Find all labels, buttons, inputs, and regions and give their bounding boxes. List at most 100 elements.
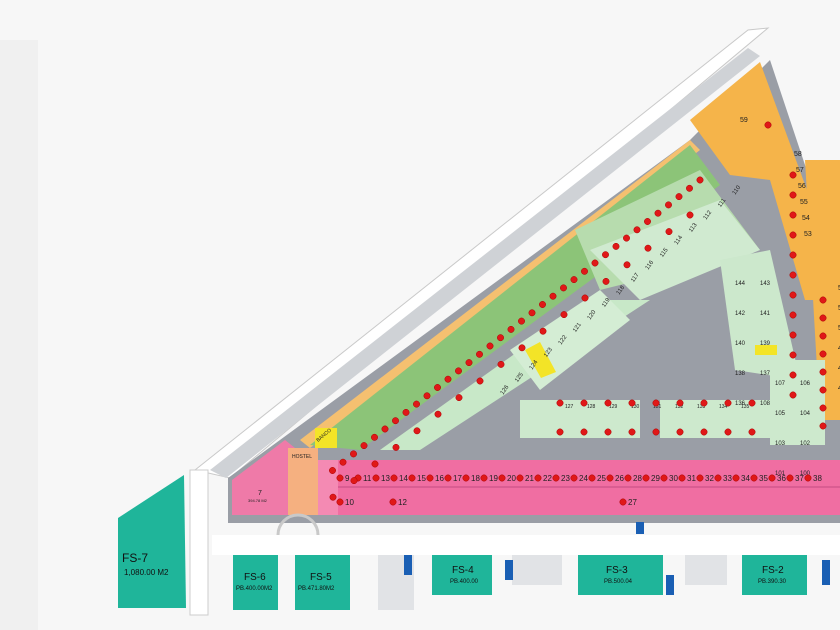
- lot-marker[interactable]: [789, 331, 797, 339]
- lot-marker[interactable]: [507, 325, 515, 333]
- lot-marker[interactable]: [371, 433, 378, 441]
- lot-marker[interactable]: [434, 384, 441, 391]
- lot-marker[interactable]: [434, 410, 442, 418]
- lot-marker[interactable]: [819, 314, 827, 322]
- lot-marker[interactable]: [786, 474, 794, 482]
- lot-marker[interactable]: [372, 474, 380, 482]
- lot-marker[interactable]: [392, 443, 400, 451]
- lot-marker[interactable]: [642, 474, 650, 482]
- lot-marker[interactable]: [764, 121, 772, 129]
- lot-marker[interactable]: [392, 417, 399, 425]
- lot-marker[interactable]: [588, 474, 596, 482]
- lot-marker[interactable]: [654, 209, 662, 217]
- lot-marker[interactable]: [402, 408, 410, 416]
- lot-marker[interactable]: [518, 317, 525, 325]
- lot-marker[interactable]: [819, 368, 827, 376]
- lot-marker[interactable]: [580, 399, 588, 407]
- lot-marker[interactable]: [686, 211, 694, 219]
- lot-marker[interactable]: [560, 311, 568, 319]
- lot-marker[interactable]: [623, 261, 631, 269]
- lot-marker[interactable]: [539, 327, 547, 335]
- lot-marker[interactable]: [676, 428, 684, 436]
- lot-marker[interactable]: [465, 359, 473, 367]
- lot-marker[interactable]: [789, 351, 797, 359]
- lot-marker[interactable]: [789, 271, 797, 279]
- lot-marker[interactable]: [612, 242, 620, 250]
- lot-marker[interactable]: [455, 394, 463, 402]
- lot-marker[interactable]: [549, 292, 557, 300]
- lot-marker[interactable]: [819, 386, 827, 394]
- lot-marker[interactable]: [329, 493, 337, 501]
- lot-marker[interactable]: [498, 474, 506, 482]
- lot-marker[interactable]: [350, 477, 358, 485]
- lot-marker[interactable]: [476, 377, 484, 385]
- lot-marker[interactable]: [714, 474, 722, 482]
- lot-marker[interactable]: [604, 428, 612, 436]
- lot-marker[interactable]: [539, 301, 546, 308]
- lot-marker[interactable]: [462, 474, 470, 482]
- lot-marker[interactable]: [665, 228, 673, 236]
- lot-marker[interactable]: [518, 344, 526, 352]
- lot-marker[interactable]: [389, 498, 397, 506]
- lot-marker[interactable]: [581, 267, 588, 275]
- lot-marker[interactable]: [686, 184, 693, 192]
- lot-marker[interactable]: [628, 399, 636, 407]
- lot-marker[interactable]: [724, 428, 732, 436]
- lot-marker[interactable]: [660, 474, 668, 482]
- lot-marker[interactable]: [789, 191, 797, 199]
- lot-marker[interactable]: [408, 474, 416, 482]
- lot-marker[interactable]: [789, 171, 797, 179]
- lot-marker[interactable]: [480, 474, 488, 482]
- lot-marker[interactable]: [329, 467, 336, 474]
- lot-marker[interactable]: [390, 474, 398, 482]
- lot-marker[interactable]: [580, 428, 588, 436]
- lot-marker[interactable]: [381, 425, 389, 433]
- lot-marker[interactable]: [789, 291, 797, 299]
- lot-marker[interactable]: [748, 399, 756, 407]
- lot-marker[interactable]: [789, 211, 797, 219]
- lot-marker[interactable]: [570, 276, 578, 284]
- lot-marker[interactable]: [602, 277, 610, 285]
- lot-marker[interactable]: [819, 404, 827, 412]
- lot-marker[interactable]: [644, 244, 652, 252]
- lot-marker[interactable]: [628, 428, 636, 436]
- lot-marker[interactable]: [644, 218, 651, 225]
- lot-marker[interactable]: [534, 474, 542, 482]
- lot-marker[interactable]: [560, 284, 567, 292]
- lot-marker[interactable]: [819, 350, 827, 358]
- lot-marker[interactable]: [789, 371, 797, 379]
- lot-marker[interactable]: [789, 231, 797, 239]
- lot-marker[interactable]: [423, 392, 431, 400]
- lot-marker[interactable]: [652, 428, 660, 436]
- lot-marker[interactable]: [556, 399, 564, 407]
- lot-marker[interactable]: [724, 399, 732, 407]
- lot-marker[interactable]: [750, 474, 758, 482]
- lot-marker[interactable]: [804, 474, 812, 482]
- lot-marker[interactable]: [624, 474, 632, 482]
- lot-marker[interactable]: [819, 422, 827, 430]
- lot-marker[interactable]: [455, 367, 462, 375]
- lot-marker[interactable]: [696, 474, 704, 482]
- lot-marker[interactable]: [444, 375, 452, 383]
- lot-marker[interactable]: [789, 311, 797, 319]
- lot-marker[interactable]: [604, 399, 612, 407]
- lot-marker[interactable]: [556, 428, 564, 436]
- lot-marker[interactable]: [700, 399, 708, 407]
- lot-marker[interactable]: [350, 450, 357, 458]
- lot-marker[interactable]: [819, 296, 827, 304]
- lot-marker[interactable]: [444, 474, 452, 482]
- lot-marker[interactable]: [570, 474, 578, 482]
- lot-marker[interactable]: [675, 193, 683, 201]
- lot-marker[interactable]: [619, 498, 627, 506]
- lot-marker[interactable]: [732, 474, 740, 482]
- lot-marker[interactable]: [789, 251, 797, 259]
- lot-marker[interactable]: [339, 458, 347, 466]
- lot-marker[interactable]: [497, 360, 505, 368]
- lot-marker[interactable]: [676, 399, 684, 407]
- lot-marker[interactable]: [497, 334, 504, 342]
- lot-marker[interactable]: [552, 474, 560, 482]
- lot-marker[interactable]: [678, 474, 686, 482]
- lot-marker[interactable]: [336, 474, 344, 482]
- lot-marker[interactable]: [591, 259, 599, 267]
- lot-marker[interactable]: [633, 226, 641, 234]
